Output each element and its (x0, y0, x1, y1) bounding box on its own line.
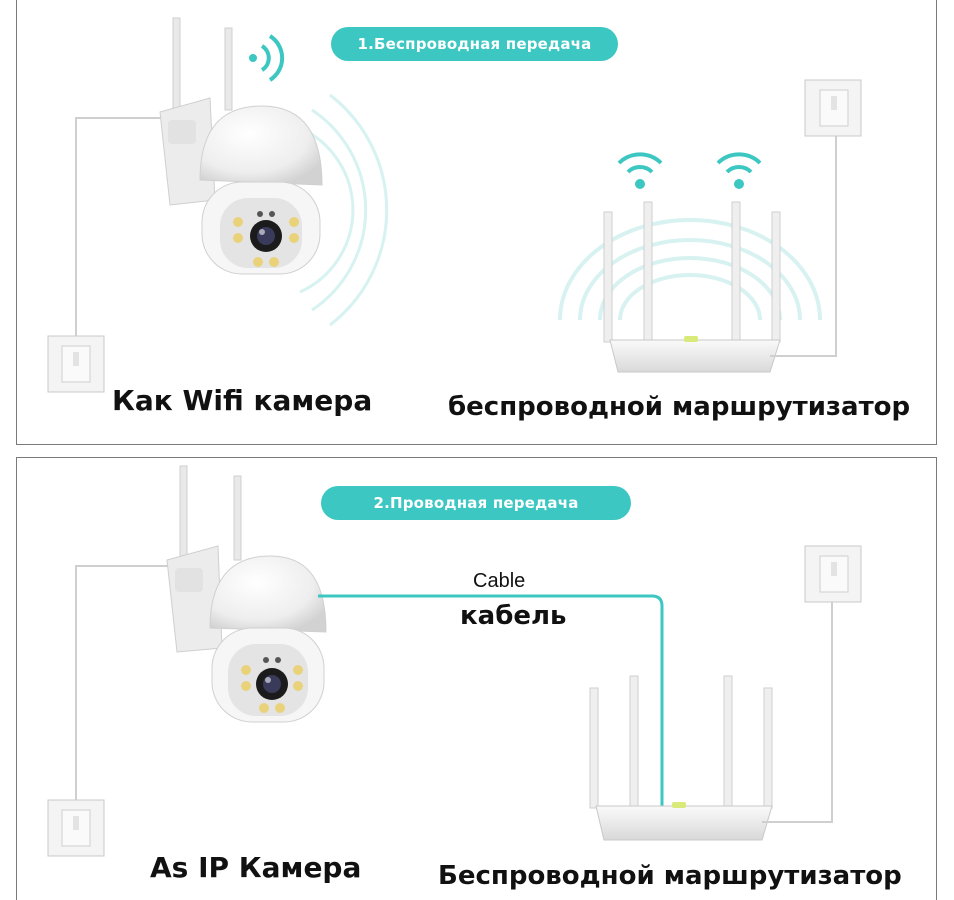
wall-socket-left-1 (47, 335, 105, 393)
wireless-router-1 (603, 201, 781, 373)
wireless-router-caption-1: беспроводной маршрутизатор (448, 392, 911, 422)
cable-label-en: Cable (473, 570, 526, 592)
wifi-signal-icon-router-left (617, 152, 663, 189)
router-signal-waves-1 (558, 218, 822, 321)
wifi-signal-icon-router-right (716, 152, 762, 189)
power-cord-camera-1 (75, 117, 165, 336)
power-cord-camera-2 (75, 565, 172, 800)
camera-signal-waves-1 (299, 93, 389, 327)
wall-socket-right-1 (804, 79, 862, 137)
network-cable (318, 594, 664, 806)
power-cord-router-1 (770, 134, 837, 357)
wifi-camera-caption: Как Wifi камера (112, 384, 373, 417)
wifi-signal-icon-camera (249, 34, 285, 82)
wireless-router-caption-2: Беспроводной маршрутизатор (438, 861, 902, 891)
ptz-camera-1 (159, 17, 323, 275)
power-cord-router-2 (762, 602, 833, 823)
wired-transmission-panel (16, 457, 937, 900)
wired-transmission-badge: 2.Проводная передача (321, 486, 631, 520)
ptz-camera-2 (166, 465, 327, 723)
wall-socket-right-2 (804, 545, 862, 603)
wireless-router-2 (589, 675, 773, 841)
ip-camera-caption: As IP Камера (150, 851, 362, 884)
wireless-transmission-badge: 1.Беспроводная передача (331, 27, 618, 61)
wall-socket-left-2 (47, 799, 105, 857)
cable-label-ru: кабель (460, 601, 567, 631)
wireless-transmission-panel (16, 0, 937, 445)
